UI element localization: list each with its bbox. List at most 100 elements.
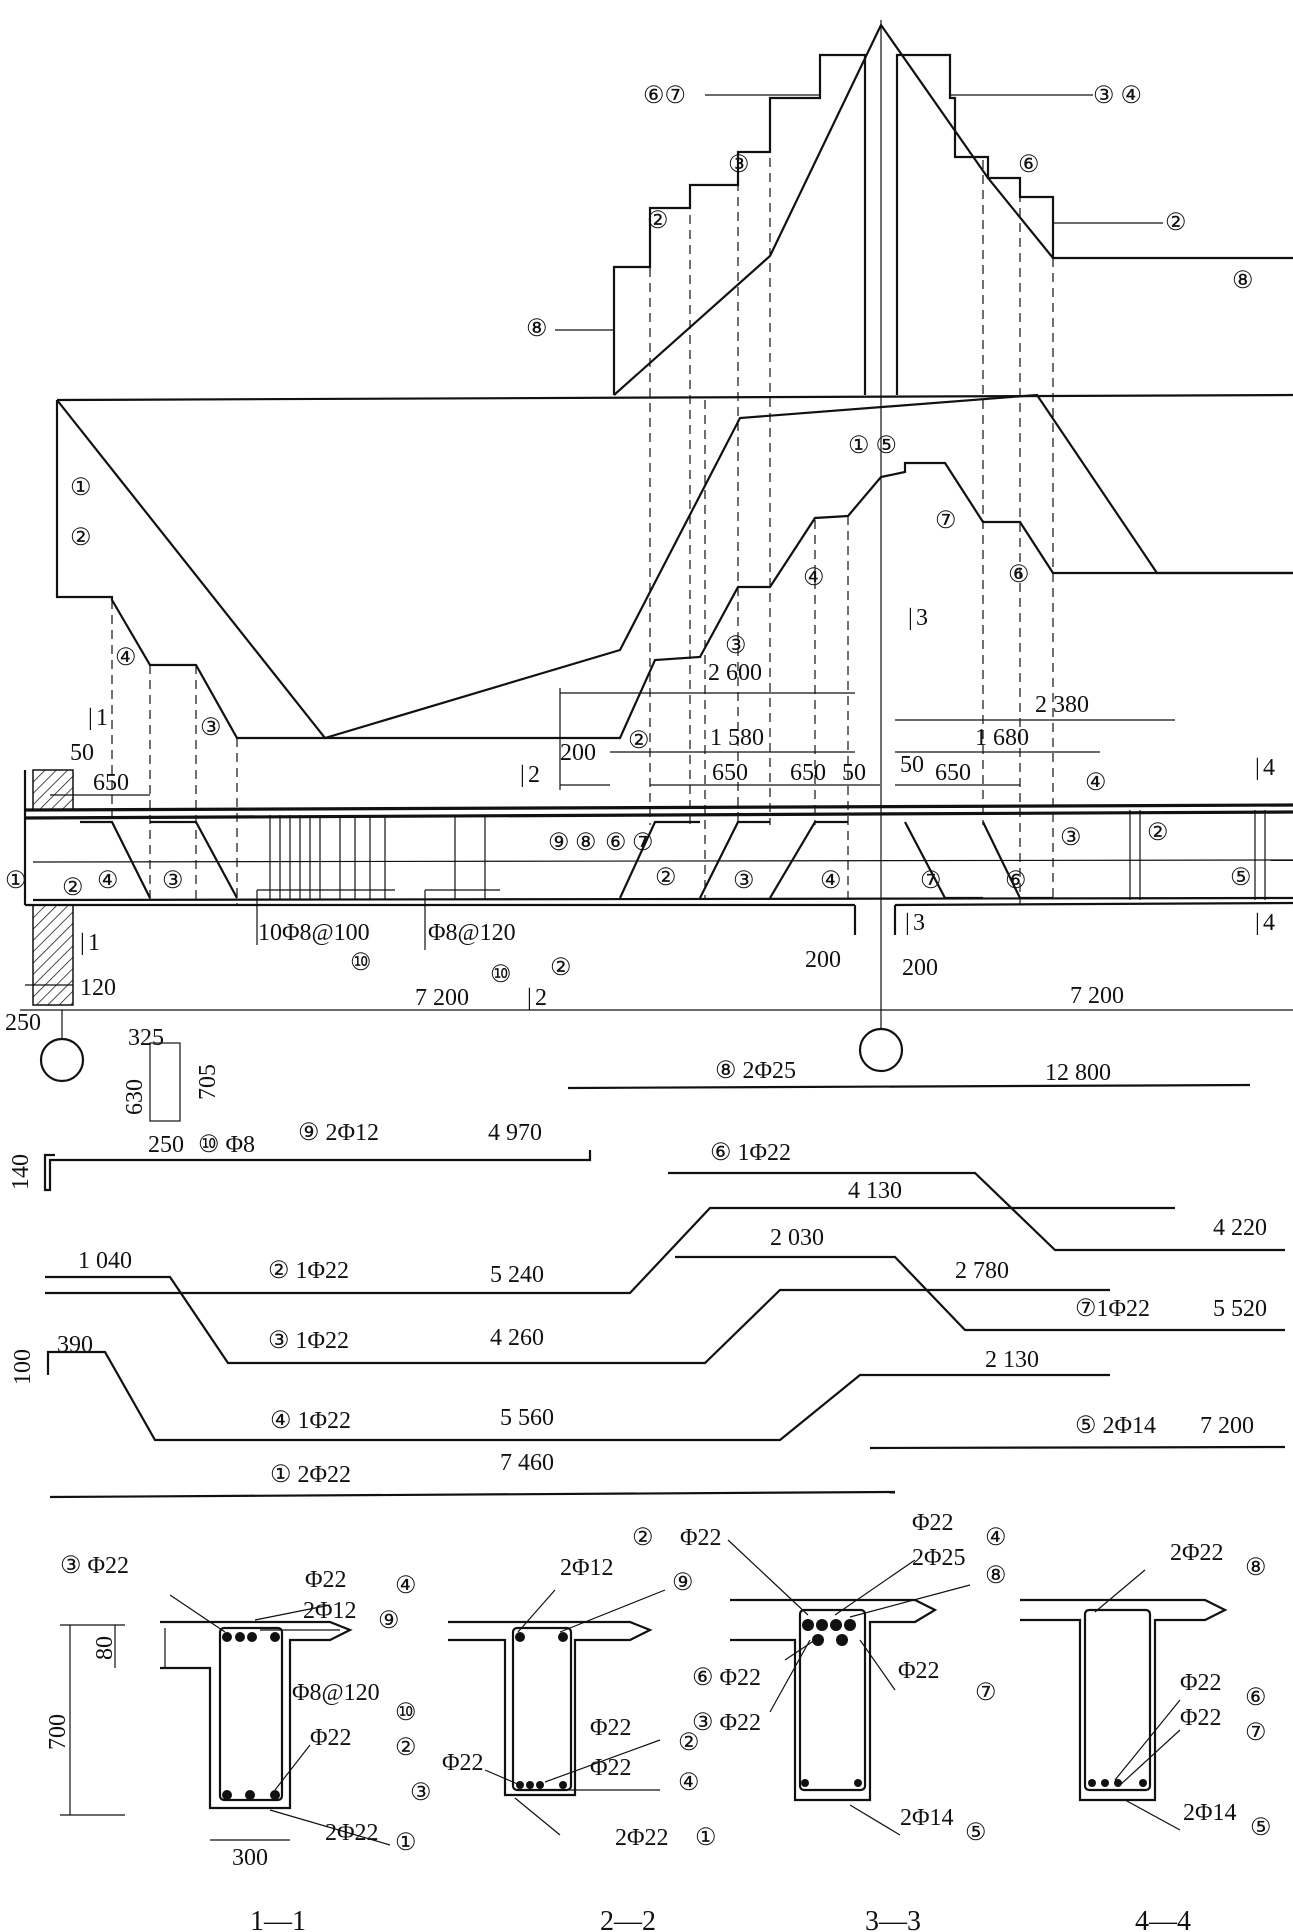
- svg-text:120: 120: [80, 975, 116, 1001]
- svg-text:②: ②: [550, 955, 572, 981]
- svg-text:⑥ 1Φ22: ⑥ 1Φ22: [710, 1140, 791, 1166]
- svg-text:2 780: 2 780: [955, 1258, 1009, 1284]
- svg-text:① ⑤: ① ⑤: [848, 433, 897, 459]
- svg-text:1 040: 1 040: [78, 1248, 132, 1274]
- svg-text:|: |: [520, 762, 525, 788]
- svg-text:1 580: 1 580: [710, 725, 764, 751]
- beam-top-edge: [24, 803, 1293, 812]
- svg-text:③ 1Φ22: ③ 1Φ22: [268, 1328, 349, 1354]
- support-wall-top: [32, 769, 74, 811]
- svg-text:1: 1: [96, 705, 108, 731]
- svg-text:⑥: ⑥: [605, 830, 627, 856]
- svg-text:⑩ Φ8: ⑩ Φ8: [198, 1132, 255, 1158]
- svg-text:250: 250: [5, 1010, 41, 1036]
- svg-text:4 220: 4 220: [1213, 1215, 1267, 1241]
- svg-text:4 130: 4 130: [848, 1178, 902, 1204]
- svg-text:1: 1: [88, 930, 100, 956]
- svg-text:4 970: 4 970: [488, 1120, 542, 1146]
- svg-text:50: 50: [842, 760, 866, 786]
- svg-text:|: |: [908, 605, 913, 631]
- svg-text:50: 50: [70, 740, 94, 766]
- support-marker-b: [858, 1027, 904, 1073]
- svg-text:Φ22: Φ22: [590, 1755, 632, 1781]
- svg-text:⑦: ⑦: [935, 508, 957, 534]
- svg-text:②: ②: [632, 1525, 654, 1551]
- svg-text:⑦: ⑦: [1245, 1720, 1267, 1746]
- svg-text:|: |: [1255, 910, 1260, 936]
- bar-6-line: [668, 1171, 1285, 1252]
- svg-text:⑨: ⑨: [672, 1570, 694, 1596]
- svg-text:2 130: 2 130: [985, 1347, 1039, 1373]
- bar-8-line: [567, 1083, 1251, 1090]
- envelope-top-right: [895, 53, 1293, 395]
- svg-text:2 380: 2 380: [1035, 692, 1089, 718]
- svg-text:①: ①: [70, 475, 92, 501]
- svg-text:③: ③: [1060, 825, 1082, 851]
- svg-text:⑧: ⑧: [575, 830, 597, 856]
- svg-text:② 1Φ22: ② 1Φ22: [268, 1258, 349, 1284]
- svg-text:③ Φ22: ③ Φ22: [692, 1710, 761, 1736]
- svg-text:4: 4: [1263, 755, 1275, 781]
- section-title-3-3: 3—3: [865, 1906, 921, 1932]
- svg-text:Φ22: Φ22: [898, 1658, 940, 1684]
- svg-text:2 600: 2 600: [708, 660, 762, 686]
- svg-text:⑨ 2Φ12: ⑨ 2Φ12: [298, 1120, 379, 1146]
- svg-text:②: ②: [395, 1735, 417, 1761]
- svg-text:|: |: [527, 985, 532, 1011]
- section-title-2-2: 2—2: [600, 1906, 656, 1932]
- svg-text:2Φ12: 2Φ12: [560, 1555, 614, 1581]
- svg-text:④: ④: [803, 565, 825, 591]
- svg-text:⑨: ⑨: [378, 1608, 400, 1634]
- stirrup-mid-label: Φ8@120: [428, 920, 516, 946]
- support-marker-a: [39, 1037, 85, 1083]
- svg-text:Φ22: Φ22: [442, 1750, 484, 1776]
- svg-text:④: ④: [985, 1525, 1007, 1551]
- svg-text:Φ8@120: Φ8@120: [292, 1680, 380, 1706]
- svg-text:100: 100: [10, 1349, 36, 1385]
- stirrup-detail: 325 705 630 250 ⑩ Φ8 140: [8, 1025, 255, 1190]
- svg-text:4: 4: [1263, 910, 1275, 936]
- svg-text:③: ③: [725, 633, 747, 659]
- svg-text:⑥: ⑥: [1005, 868, 1027, 894]
- svg-text:|: |: [1255, 755, 1260, 781]
- svg-text:200: 200: [805, 947, 841, 973]
- svg-text:⑥ Φ22: ⑥ Φ22: [692, 1665, 761, 1691]
- bar-1-line: [49, 1490, 896, 1499]
- svg-text:140: 140: [8, 1154, 34, 1190]
- svg-text:12 800: 12 800: [1045, 1060, 1111, 1086]
- bar-3-line: [45, 1275, 1110, 1365]
- svg-text:③: ③: [162, 868, 184, 894]
- svg-text:③: ③: [410, 1780, 432, 1806]
- svg-text:1 680: 1 680: [975, 725, 1029, 751]
- svg-text:⑧ 2Φ25: ⑧ 2Φ25: [715, 1058, 796, 1084]
- svg-text:①: ①: [5, 868, 27, 894]
- svg-text:2Φ22: 2Φ22: [615, 1825, 669, 1851]
- svg-text:②: ②: [647, 208, 669, 234]
- svg-text:Φ22: Φ22: [305, 1567, 347, 1593]
- svg-text:⑧: ⑧: [526, 316, 548, 342]
- svg-text:2 030: 2 030: [770, 1225, 824, 1251]
- svg-text:③: ③: [200, 715, 222, 741]
- svg-text:⑥: ⑥: [1245, 1685, 1267, 1711]
- bar-4-line: [46, 1350, 1110, 1442]
- svg-text:|: |: [88, 705, 93, 731]
- section-3-3: Φ22 Φ22 ④ 2Φ25 ⑧ ⑥ Φ22 Φ22 ③ Φ22 ⑦ 2Φ14 …: [680, 1510, 1007, 1932]
- svg-text:2: 2: [535, 985, 547, 1011]
- svg-text:④: ④: [820, 868, 842, 894]
- svg-text:650: 650: [790, 760, 826, 786]
- svg-text:|: |: [905, 910, 910, 936]
- svg-text:③: ③: [728, 152, 750, 178]
- svg-text:④ 1Φ22: ④ 1Φ22: [270, 1408, 351, 1434]
- svg-text:④: ④: [395, 1573, 417, 1599]
- svg-text:2Φ14: 2Φ14: [1183, 1800, 1237, 1826]
- svg-text:200: 200: [560, 740, 596, 766]
- svg-text:4 260: 4 260: [490, 1325, 544, 1351]
- svg-text:650: 650: [93, 770, 129, 796]
- label-top-left-67: ⑥⑦: [643, 83, 686, 109]
- svg-text:⑧: ⑧: [1245, 1555, 1267, 1581]
- label-top-right-34: ③ ④: [1093, 83, 1142, 109]
- svg-text:7 200: 7 200: [1200, 1413, 1254, 1439]
- section-title-1-1: 1—1: [250, 1906, 306, 1932]
- moment-curve-top: [613, 22, 1054, 396]
